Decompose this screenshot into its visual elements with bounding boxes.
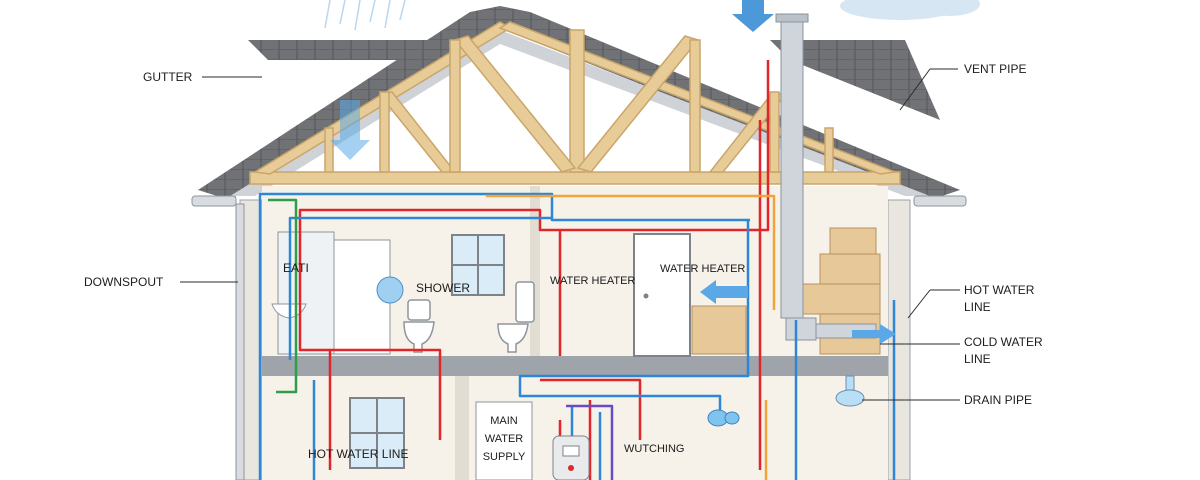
water-heater-tank <box>552 435 590 480</box>
callout-lines <box>180 68 960 401</box>
bath-label: EATI <box>283 261 309 275</box>
purple-water-line <box>566 404 614 480</box>
main-water-supply-label-3: SUPPLY <box>483 451 526 463</box>
green-water-line <box>268 198 298 394</box>
hot-water-line-label-2: LINE <box>964 300 991 314</box>
door <box>633 233 691 357</box>
cold-water-line-label: COLD WATER <box>964 335 1043 349</box>
vent-pipe-label: VENT PIPE <box>964 62 1026 76</box>
toilet-icon <box>497 281 535 353</box>
hot-water-line-bottom-label: HOT WATER LINE <box>308 447 408 461</box>
shower-label: SHOWER <box>416 281 470 295</box>
down-arrow-icon <box>732 0 774 32</box>
cloud-icon <box>840 0 980 20</box>
downspout <box>235 203 245 480</box>
orange-water-line <box>486 194 776 480</box>
downspout-label: DOWNSPOUT <box>84 275 164 289</box>
water-heater-label: WATER HEATER <box>550 275 635 287</box>
main-water-supply-label-2: WATER <box>485 433 524 445</box>
toilet-icon <box>403 299 435 353</box>
rain-icon <box>324 0 406 31</box>
hot-water-line-label: HOT WATER <box>964 283 1035 297</box>
storage-boxes <box>691 227 881 355</box>
shower-stall <box>277 231 404 355</box>
gutter <box>191 195 237 207</box>
water-heater-label-2: WATER HEATER <box>660 263 745 275</box>
cold-water-line-label-2: LINE <box>964 352 991 366</box>
floor-slab <box>262 356 888 376</box>
shower-head-icon <box>376 276 404 304</box>
flow-arrow-icon <box>330 100 896 344</box>
window <box>349 234 505 469</box>
main-water-supply-box <box>475 401 533 480</box>
drain-fixture-icon <box>835 375 865 407</box>
drain-pipe-label: DRAIN PIPE <box>964 393 1032 407</box>
gutter-label: GUTTER <box>143 70 193 84</box>
switching-label: WUTCHING <box>624 443 685 455</box>
main-water-supply-label: MAIN <box>490 415 518 427</box>
pump-icon <box>707 409 740 427</box>
hot-water-line <box>298 60 770 480</box>
